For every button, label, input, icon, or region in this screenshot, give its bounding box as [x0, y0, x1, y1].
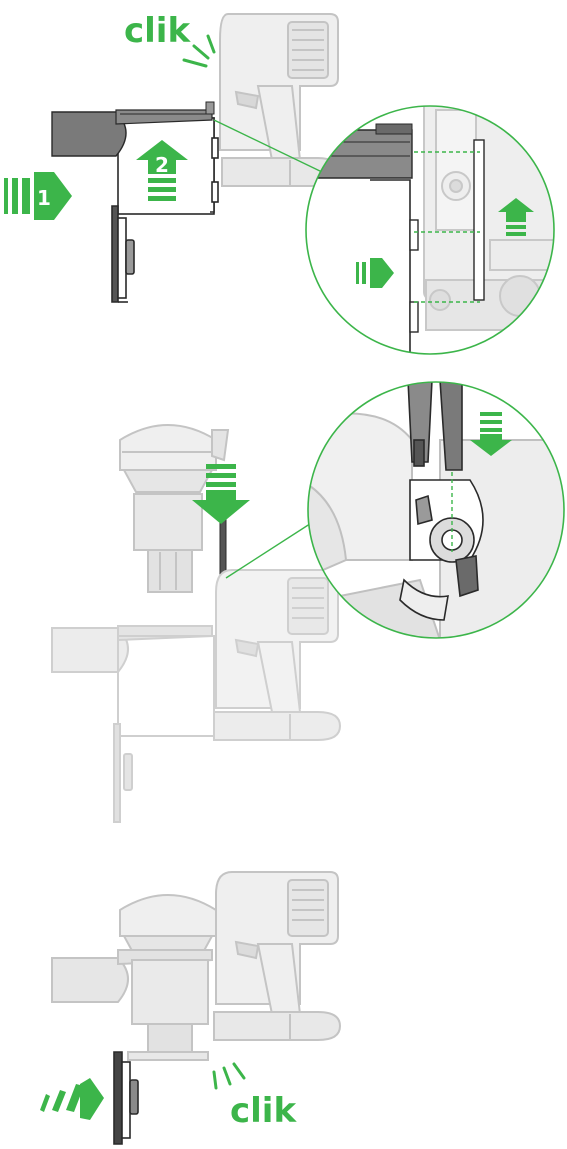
bin-frame	[117, 117, 219, 215]
panel-step-1: 1 2 clik	[4, 11, 555, 355]
vacuum-body-faded	[219, 13, 340, 187]
cover-plate	[111, 205, 135, 303]
clik-label-bottom: clik	[230, 1091, 297, 1131]
cover-plate	[113, 1051, 139, 1145]
wand-tube	[51, 101, 215, 157]
click-sound-lines-icon	[182, 34, 216, 68]
arrow-down-icon	[470, 412, 512, 456]
arrow-right-icon	[356, 258, 394, 288]
arrow-up-icon	[136, 140, 188, 201]
arrow-up-icon	[498, 198, 534, 236]
panel-step-2	[51, 381, 565, 823]
step-number-2: 2	[155, 153, 169, 177]
arrow-right-icon	[40, 1078, 104, 1120]
zoom-detail-1	[305, 105, 555, 355]
zoom-detail-2	[307, 381, 565, 639]
cyclone-unit-faded	[119, 424, 230, 593]
clik-label-top: clik	[124, 11, 191, 51]
click-sound-lines-icon	[212, 1062, 246, 1090]
arrow-down-icon	[192, 464, 250, 524]
panel-step-3: clik	[40, 871, 342, 1145]
arrow-right-icon	[4, 172, 72, 220]
vacuum-assembled-faded	[51, 871, 342, 1061]
step-number-1: 1	[37, 186, 51, 210]
vacuum-body-faded	[51, 569, 342, 823]
